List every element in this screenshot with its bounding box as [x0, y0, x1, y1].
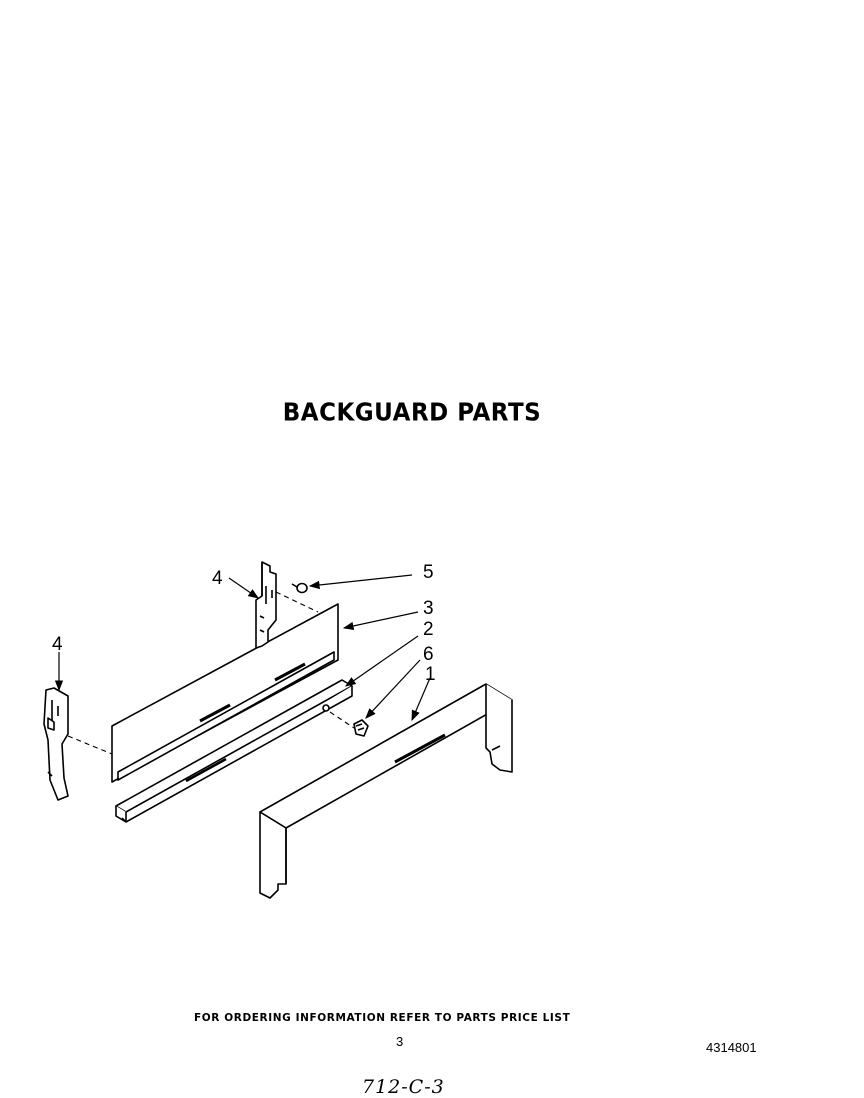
page-title: BACKGUARD PARTS: [282, 398, 542, 428]
part-2-channel: [115, 679, 353, 823]
part-1-trim: [259, 683, 513, 899]
part-6-clip: [322, 704, 369, 737]
backguard-exploded-diagram: 5 3 2 6 1 4 4: [43, 561, 513, 899]
ordering-note: FOR ORDERING INFORMATION REFER TO PARTS …: [194, 1012, 571, 1024]
callout-5: 5: [423, 562, 434, 583]
part-4-upper-bracket: [255, 561, 277, 649]
part-code: 4314801: [706, 1040, 757, 1055]
callout-4-upper: 4: [212, 568, 223, 589]
callout-2: 2: [423, 619, 434, 640]
leader-arrows: [54, 574, 431, 722]
callout-1: 1: [425, 664, 436, 685]
part-5-knob: [291, 582, 308, 594]
page-number: 3: [396, 1034, 404, 1049]
handwritten-code: 712-C-3: [362, 1076, 445, 1098]
callout-3: 3: [423, 598, 434, 619]
part-4-left-bracket: [43, 687, 69, 801]
callout-4-left: 4: [52, 634, 63, 655]
callout-6: 6: [423, 644, 434, 665]
assembly-lines: [67, 591, 355, 755]
part-3-backguard-panel: [111, 603, 339, 783]
